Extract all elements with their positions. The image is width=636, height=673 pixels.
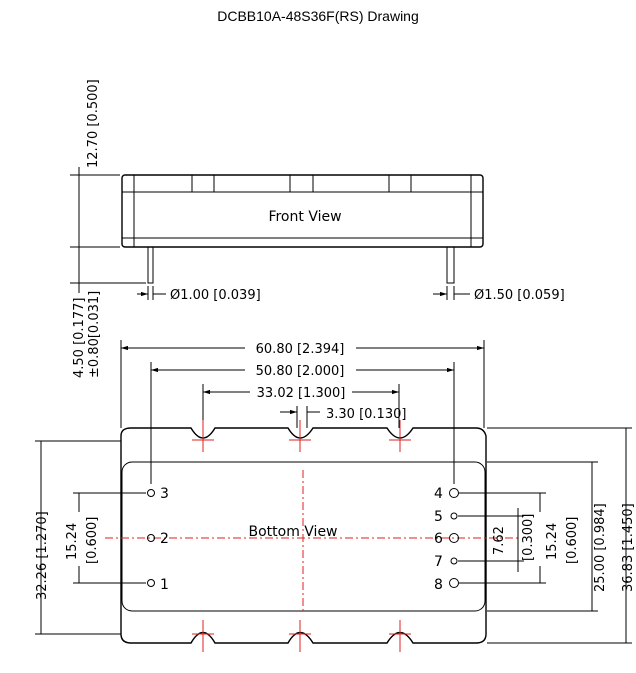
dim-pin-dia-small: Ø1.00 [0.039] (170, 288, 261, 303)
pin-6 (449, 533, 459, 543)
dim-left-pin-spacing-a: 15.24 (65, 523, 80, 560)
bottom-view-label: Bottom View (248, 524, 337, 540)
front-pin-right (446, 246, 455, 284)
dim-right-small-b: [0.300] (521, 514, 536, 561)
pin-1 (147, 579, 155, 587)
dim-right-body: 25.00 [0.984] (593, 503, 608, 592)
front-view-body (121, 174, 484, 248)
pin-label-3: 3 (160, 486, 169, 502)
dim-pin-length: 4.50 [0.177] (72, 298, 87, 378)
pin-8 (449, 578, 459, 588)
dim-right-total: 36.83 [1.450] (621, 503, 636, 592)
pin-label-8: 8 (434, 577, 443, 593)
dim-left-total-height: 32.26 [1.270] (35, 511, 50, 600)
pin-2 (147, 534, 155, 542)
dim-pin-dia-large: Ø1.50 [0.059] (474, 288, 565, 303)
dim-slot-spacing: 33.02 [1.300] (257, 386, 346, 401)
pin-4 (449, 488, 459, 498)
pin-3 (147, 489, 155, 497)
drawing-title: DCBB10A-48S36F(RS) Drawing (217, 8, 419, 24)
bottom-view: 60.80 [2.394] 50.80 [2.000] 33.02 [1.300… (35, 340, 636, 652)
dim-right-mid-a: 15.24 (545, 523, 560, 560)
dim-height: 12.70 [0.500] (86, 79, 101, 168)
dim-length-overall: 60.80 [2.394] (256, 342, 345, 357)
dim-pin-span: 50.80 [2.000] (256, 364, 345, 379)
dim-slot-width: 3.30 [0.130] (326, 407, 406, 422)
pin-label-7: 7 (434, 554, 443, 570)
pin-label-4: 4 (434, 486, 443, 502)
dim-left-pin-spacing-b: [0.600] (85, 517, 100, 564)
pin-label-5: 5 (434, 509, 443, 525)
front-view: Front View 12.70 [0.500] Ø1.00 [0.039] Ø… (70, 79, 565, 378)
pin-5 (450, 512, 458, 520)
front-pin-left (147, 246, 154, 284)
pin-label-6: 6 (434, 531, 443, 547)
front-view-label: Front View (268, 209, 341, 225)
bottom-view-outline (120, 427, 487, 644)
dim-right-mid-b: [0.600] (565, 517, 580, 564)
pin-7 (450, 557, 458, 565)
dim-right-small-a: 7.62 (492, 526, 507, 555)
pin-label-1: 1 (160, 577, 169, 593)
dim-pin-tolerance: ±0.80[0.031] (87, 291, 102, 378)
pin-label-2: 2 (160, 531, 169, 547)
